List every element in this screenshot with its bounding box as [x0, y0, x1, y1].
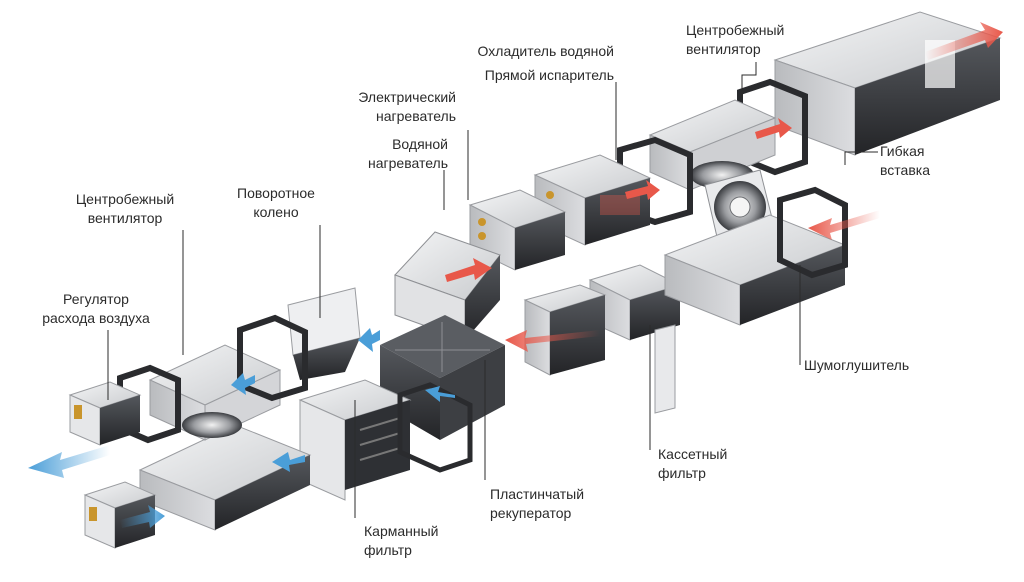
- label-cassette-filter: Кассетный фильтр: [658, 446, 728, 481]
- silencer-top-unit: [773, 11, 1002, 156]
- label-pocket-filter: Карманный фильтр: [364, 523, 439, 558]
- electric-heater-unit: [468, 189, 567, 271]
- fan-left-unit: [148, 344, 282, 441]
- label-fan-left: Центробежный вентилятор: [75, 191, 175, 226]
- label-water-heater: Водяной нагреватель: [368, 136, 448, 171]
- label-plate-recuperator: Пластинчатый рекуператор: [490, 486, 585, 521]
- label-air-regulator: Регулятор расхода воздуха: [42, 291, 150, 326]
- recuperator-upper: [394, 231, 501, 341]
- elbow-unit: [287, 287, 361, 380]
- silencer-lower-unit: [138, 424, 312, 531]
- air-regulator-top: [68, 381, 142, 446]
- label-silencer: Шумоглушитель: [804, 357, 910, 373]
- label-fan-right: Центробежный вентилятор: [686, 22, 785, 57]
- label-direct-evaporator: Прямой испаритель: [484, 67, 614, 83]
- label-elbow: Поворотное колено: [237, 185, 315, 220]
- exhaust-air-arrows: [28, 328, 455, 528]
- intake-duct: [523, 284, 607, 376]
- supply-air-arrows: [445, 22, 1003, 352]
- label-flex-insert: Гибкая вставка: [880, 143, 930, 178]
- silencer-right-unit: [663, 186, 848, 326]
- label-water-cooler: Охладитель водяной: [477, 43, 614, 59]
- leader-lines: [107, 62, 878, 518]
- label-electric-heater: Электрический нагреватель: [358, 89, 456, 124]
